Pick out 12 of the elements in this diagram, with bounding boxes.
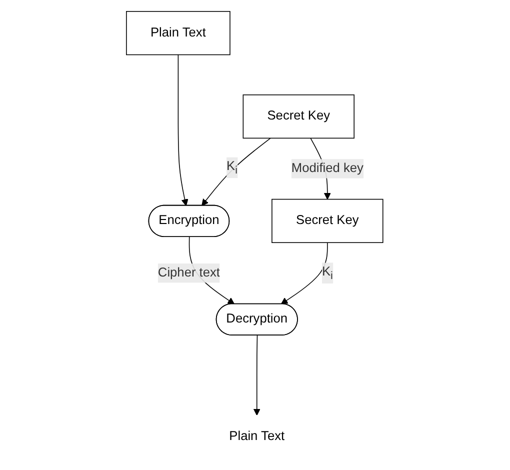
arrow: [178, 54, 189, 206]
node-box: Secret Key: [272, 198, 384, 244]
edge-label: K$_{i}$: [226, 160, 238, 176]
arrow: [202, 138, 272, 206]
edge-label: K$_{i}$: [322, 265, 334, 282]
arrow: [254, 335, 261, 416]
node-text: Plain Text: [230, 430, 285, 444]
edge-label: Modified key: [292, 162, 364, 176]
arrow: [281, 242, 328, 304]
edge-label: Cipher text: [158, 266, 220, 280]
node-box: Plain Text: [126, 11, 231, 56]
node-box: Secret Key: [243, 94, 355, 139]
